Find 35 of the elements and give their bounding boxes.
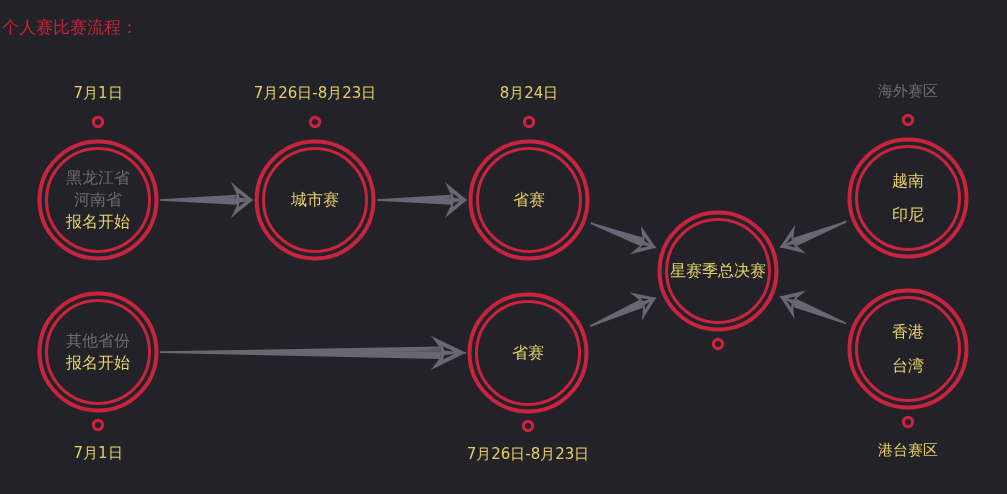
ring-node bbox=[468, 139, 590, 261]
node-label: 报名开始 bbox=[66, 211, 130, 233]
date-label: 7月26日-8月23日 bbox=[466, 444, 590, 464]
node-label: 星赛季总决赛 bbox=[670, 260, 766, 282]
node-label: 省赛 bbox=[513, 189, 545, 211]
node-label: 报名开始 bbox=[66, 352, 130, 374]
node-label: 省赛 bbox=[512, 342, 544, 364]
node-label: 香港 bbox=[892, 321, 924, 343]
arrow bbox=[779, 290, 847, 325]
region-label: 港台赛区 bbox=[878, 440, 938, 460]
province-text: 其他省份 bbox=[66, 330, 130, 352]
province-text: 黑龙江省河南省 bbox=[65, 167, 131, 211]
ring-node bbox=[254, 139, 376, 261]
ring-node bbox=[37, 291, 159, 413]
ring-node bbox=[657, 210, 779, 332]
arrow bbox=[589, 292, 657, 328]
date-label: 7月1日 bbox=[73, 83, 123, 103]
title: 个人赛比赛流程： bbox=[2, 16, 138, 38]
date-label: 7月26日-8月23日 bbox=[253, 83, 377, 103]
date-label: 7月1日 bbox=[73, 443, 123, 463]
region-label: 海外赛区 bbox=[878, 81, 938, 101]
date-label: 8月24日 bbox=[499, 83, 559, 103]
ring-node bbox=[37, 139, 159, 261]
ring-node bbox=[847, 137, 969, 259]
node-label: 印尼 bbox=[892, 204, 924, 226]
ring-node bbox=[467, 292, 589, 414]
arrow bbox=[159, 335, 467, 370]
node-label: 越南 bbox=[892, 170, 924, 192]
ring-node bbox=[847, 288, 969, 410]
arrow bbox=[159, 182, 254, 218]
node-label: 城市赛 bbox=[291, 189, 339, 211]
node-label: 台湾 bbox=[892, 355, 924, 377]
arrow bbox=[376, 182, 468, 218]
arrow bbox=[779, 221, 847, 254]
arrow bbox=[590, 222, 657, 255]
